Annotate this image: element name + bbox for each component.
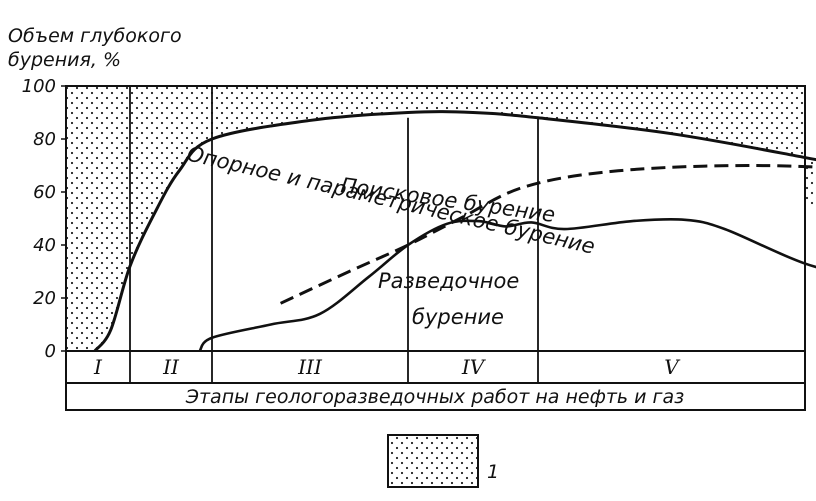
y-tick-label: 100 (22, 76, 56, 97)
stage-label-IV: IV (461, 355, 487, 379)
y-tick-label: 20 (33, 288, 56, 309)
y-tick-label: 80 (33, 129, 56, 150)
legend: 1 (387, 434, 499, 488)
legend-label: 1 (487, 461, 499, 483)
label-exploration-line2: бурение (412, 305, 504, 329)
y-tick-label: 60 (33, 182, 56, 203)
series-line-dashed-boundary (279, 163, 816, 305)
stage-label-III: III (297, 355, 323, 379)
stage-label-V: V (664, 355, 681, 379)
y-tick-label: 0 (45, 341, 56, 362)
x-axis-title: Этапы геологоразведочных работ на нефть … (185, 386, 685, 408)
y-tick-label: 40 (33, 235, 56, 256)
y-axis-title: Объем глубокого бурения, % (8, 25, 182, 71)
caption-row: Этапы геологоразведочных работ на нефть … (65, 382, 806, 411)
caption-box (65, 382, 806, 411)
y-axis-title-line2: бурения, % (8, 49, 121, 71)
stage-label-II: II (162, 355, 180, 379)
series-line-exploration (198, 217, 816, 352)
stippled-area-support-drilling (66, 86, 816, 351)
series-line-search (93, 110, 816, 352)
legend-swatch-stippled (387, 434, 479, 488)
y-axis-title-line1: Объем глубокого (8, 25, 182, 47)
label-exploration-line1: Разведочное (378, 269, 519, 293)
stage-label-I: I (93, 355, 103, 379)
